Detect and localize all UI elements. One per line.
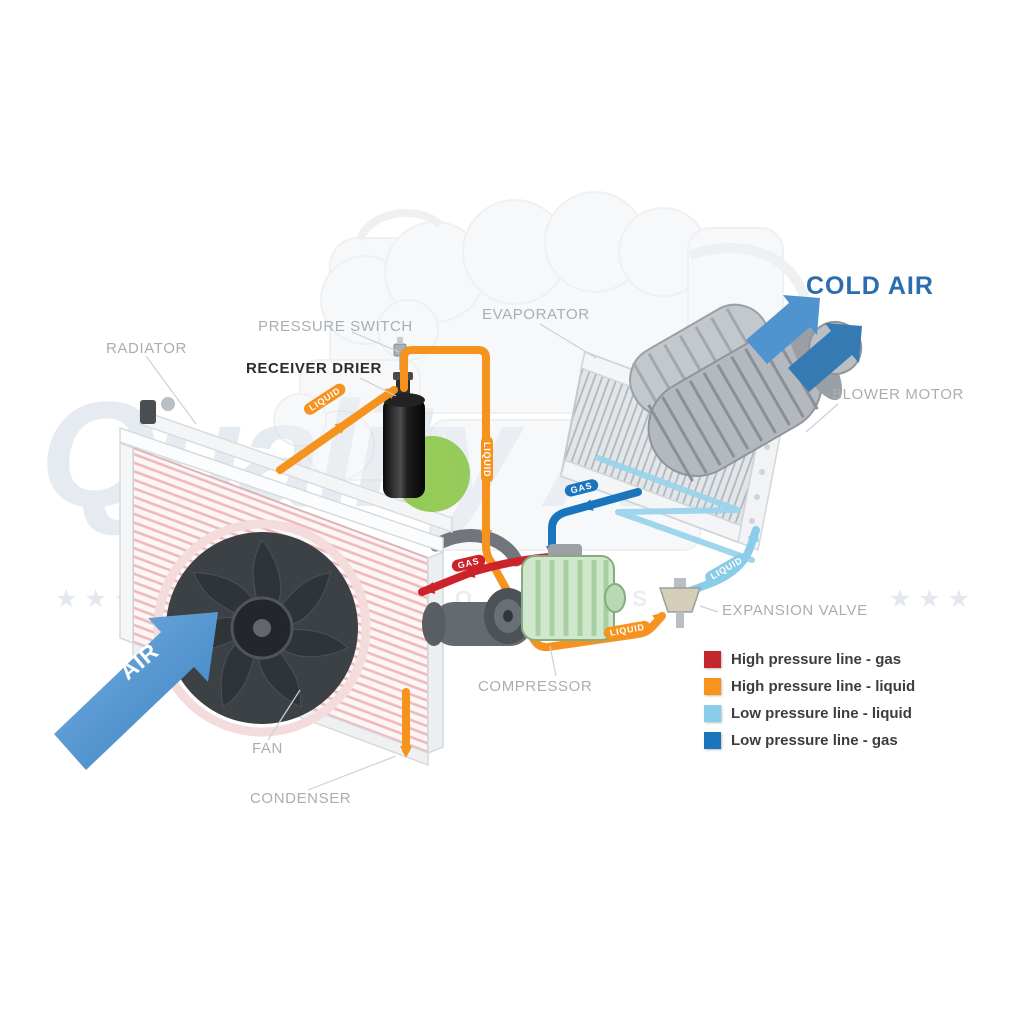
fan [153, 519, 371, 737]
legend-label-high-liquid: High pressure line - liquid [731, 677, 916, 695]
radiator [139, 397, 453, 534]
expansion-valve [658, 578, 702, 628]
air-arrow [54, 612, 218, 770]
label-expansion-valve: EXPANSION VALVE [722, 602, 868, 619]
cold-air-arrows [746, 295, 862, 392]
legend-item-high-liquid: High pressure line - liquid [704, 677, 915, 695]
label-fan: FAN [252, 740, 283, 757]
compressor [484, 544, 626, 644]
watermark-stars-right: ★ ★ ★ [888, 585, 970, 613]
legend-swatch-low-gas [704, 731, 721, 749]
pipe-low-pressure-gas [548, 488, 642, 554]
blower-motor [629, 303, 863, 482]
legend-swatch-high-liquid [704, 677, 721, 695]
label-evaporator: EVAPORATOR [482, 306, 590, 323]
legend-label-low-gas: Low pressure line - gas [731, 731, 898, 749]
legend-label-low-liquid: Low pressure line - liquid [731, 704, 912, 722]
legend-label-high-gas: High pressure line - gas [731, 650, 902, 668]
legend-item-high-gas: High pressure line - gas [704, 650, 915, 668]
legend-swatch-high-gas [704, 650, 721, 668]
pipe-label-liquid-drier-down: LIQUID [481, 436, 493, 484]
legend: High pressure line - gas High pressure l… [704, 650, 915, 749]
evaporator-coil [595, 455, 755, 563]
legend-swatch-low-liquid [704, 704, 721, 722]
legend-item-low-gas: Low pressure line - gas [704, 731, 915, 749]
label-condenser: CONDENSER [250, 790, 352, 807]
label-radiator: RADIATOR [106, 340, 187, 357]
label-receiver-drier: RECEIVER DRIER [246, 360, 382, 377]
label-pressure-switch: PRESSURE SWITCH [258, 318, 413, 335]
label-compressor: COMPRESSOR [478, 678, 593, 695]
label-blower-motor: BLOWER MOTOR [832, 386, 964, 403]
leader-lines [145, 323, 839, 791]
cold-air-label: COLD AIR [806, 272, 934, 300]
legend-item-low-liquid: Low pressure line - liquid [704, 704, 915, 722]
